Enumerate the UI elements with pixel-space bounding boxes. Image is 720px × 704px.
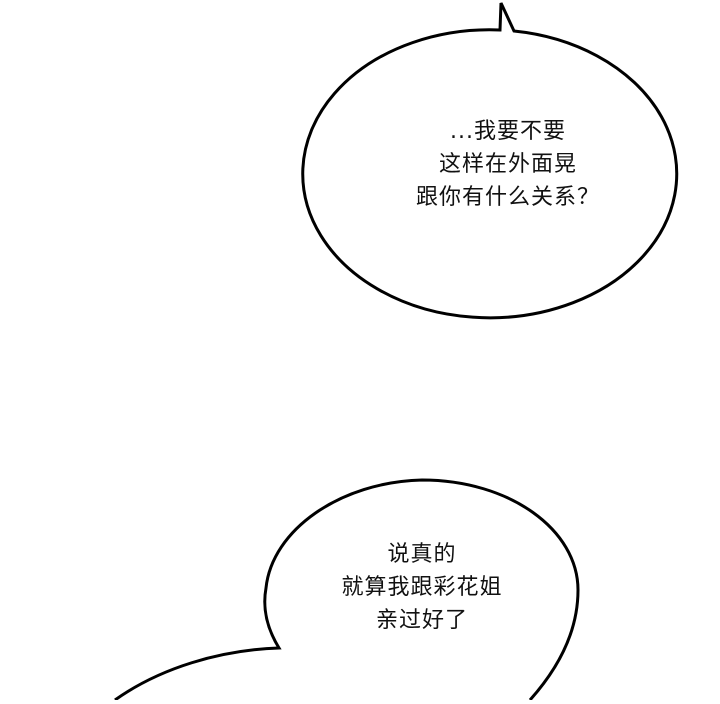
dialogue-line: ...我要不要	[450, 119, 566, 144]
speech-bubble-top	[301, 2, 679, 320]
bubble-text-top: ...我要不要 这样在外面晃 跟你有什么关系？	[358, 115, 658, 214]
dialogue-line: 亲过好了	[375, 608, 468, 633]
dialogue-line: 跟你有什么关系？	[415, 185, 600, 210]
dialogue-line: 就算我跟彩花姐	[341, 575, 503, 600]
dialogue-line: 说真的	[387, 542, 457, 567]
speech-bubble-bottom	[114, 478, 580, 702]
dialogue-line: 这样在外面晃	[438, 152, 577, 177]
bubble-text-bottom: 说真的 就算我跟彩花姐 亲过好了	[272, 538, 572, 637]
